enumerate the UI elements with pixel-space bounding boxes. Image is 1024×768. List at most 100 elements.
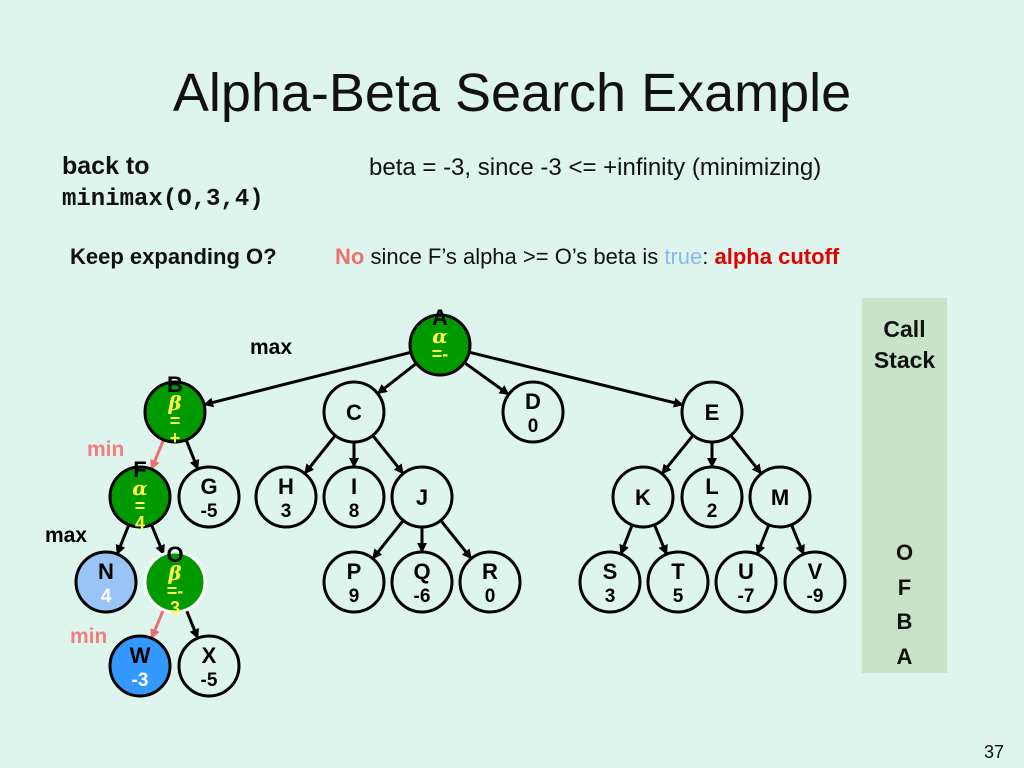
node-value: 3 (605, 586, 616, 607)
node-annotation: + (170, 428, 181, 448)
function-call: minimax(O,3,4) (62, 186, 264, 213)
node-label: F (133, 457, 146, 482)
edge-A-E (468, 350, 684, 408)
node-label: L (705, 474, 718, 499)
node-value: -5 (201, 501, 218, 522)
stack-item: B (896, 609, 913, 634)
level-label-min: min (70, 625, 107, 648)
node-R: R0 (458, 550, 522, 614)
node-label: G (200, 474, 217, 499)
node-circle (408, 313, 472, 377)
node-label: N (98, 559, 114, 584)
node-S: S3 (578, 550, 642, 614)
node-T: T5 (646, 550, 710, 614)
edge-C-H (304, 434, 337, 475)
edge-M-V (790, 524, 805, 556)
edge-O-X (184, 609, 200, 640)
node-circle (322, 380, 386, 444)
level-label-min: min (87, 438, 124, 461)
node-L: L2 (680, 465, 744, 529)
node-circle (177, 634, 241, 698)
answer-no: No (335, 244, 365, 269)
stack-item: O (895, 540, 914, 565)
call-stack-title-1: Call (883, 316, 926, 342)
node-value: 0 (485, 586, 496, 607)
node-circle (108, 465, 172, 529)
node-annotation: β (167, 561, 181, 585)
edge-B-G (184, 439, 200, 471)
edge-A-D (463, 361, 510, 396)
node-circle (390, 465, 454, 529)
node-circle (390, 550, 454, 614)
node-label: V (808, 559, 823, 584)
node-E: E (680, 380, 744, 444)
answer-colon: : (702, 244, 715, 269)
edge-O-W (150, 609, 165, 640)
node-K: K (611, 465, 675, 529)
stack-item: F (897, 574, 912, 600)
node-label: X (202, 643, 217, 668)
node-label: M (771, 485, 789, 510)
node-annotation: α (132, 476, 147, 500)
node-value: -6 (414, 586, 431, 607)
node-annotation: 3 (170, 598, 180, 618)
node-I: I8 (322, 465, 386, 529)
edge-K-S (619, 524, 634, 555)
node-annotation: β (167, 391, 181, 415)
node-annotation: =- (432, 344, 449, 364)
answer-cutoff: alpha cutoff (714, 244, 840, 269)
node-Q: Q-6 (390, 550, 454, 614)
level-label-max: max (250, 336, 292, 359)
node-A: Aα=- (408, 305, 472, 377)
node-annotation: α (432, 324, 447, 348)
beta-note: beta = -3, since -3 <= +infinity (minimi… (369, 154, 822, 181)
node-circle (177, 465, 241, 529)
node-label: B (167, 372, 183, 397)
slide-title: Alpha-Beta Search Example (172, 63, 852, 123)
node-value: 0 (528, 416, 539, 437)
node-circle (748, 465, 812, 529)
node-circle (578, 550, 642, 614)
node-value: 4 (101, 586, 112, 607)
edge-K-T (653, 524, 668, 556)
node-label: S (603, 559, 618, 584)
node-circle (714, 550, 778, 614)
node-label: Q (413, 559, 430, 584)
node-circle (108, 634, 172, 698)
node-value: 3 (281, 501, 292, 522)
node-D: D0 (501, 380, 565, 444)
node-label: W (130, 643, 151, 668)
node-label: I (351, 474, 357, 499)
node-annotation: =- (167, 581, 184, 601)
node-circle (322, 465, 386, 529)
node-value: 5 (673, 586, 684, 607)
node-circle (458, 550, 522, 614)
node-circle (611, 465, 675, 529)
call-stack-title-2: Stack (873, 347, 936, 373)
node-label: K (635, 485, 651, 510)
node-value: -3 (132, 670, 149, 691)
node-C: C (322, 380, 386, 444)
node-value: 2 (707, 501, 718, 522)
node-label: R (482, 559, 498, 584)
node-circle (143, 380, 207, 444)
node-label: C (346, 400, 362, 425)
edge-J-P (372, 519, 405, 560)
node-value: -9 (807, 586, 824, 607)
question: Keep expanding O? (70, 244, 277, 269)
node-V: V-9 (783, 550, 847, 614)
node-F: Fα=4 (108, 457, 172, 533)
node-P: P9 (322, 550, 386, 614)
node-annotation: = (170, 411, 181, 431)
level-label-max: max (45, 524, 87, 547)
stack-item: A (896, 643, 913, 669)
edge-F-O (150, 524, 165, 556)
node-circle (254, 465, 318, 529)
edge-B-F (150, 439, 165, 471)
answer-true: true (664, 244, 703, 269)
node-label: H (278, 474, 294, 499)
node-circle (680, 380, 744, 444)
node-G: G-5 (177, 465, 241, 529)
